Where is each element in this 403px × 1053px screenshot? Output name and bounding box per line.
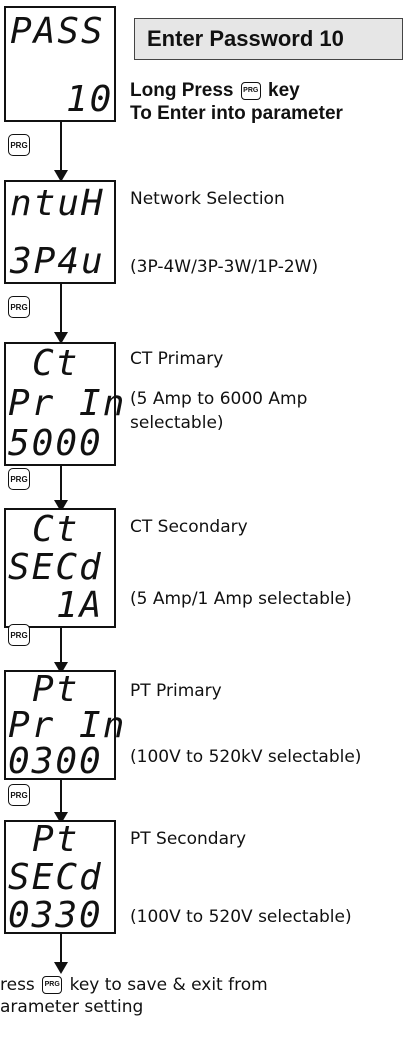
display-line-3: 0330 bbox=[8, 895, 103, 936]
network-label: Network Selection bbox=[130, 189, 285, 209]
display-line-3: 1A bbox=[56, 585, 104, 626]
display-line-3: 5000 bbox=[8, 423, 103, 464]
display-line-3: 0300 bbox=[8, 741, 103, 782]
pt-secondary-label: PT Secondary bbox=[130, 829, 247, 849]
display-line-1: Pt bbox=[32, 669, 80, 710]
display-line-2: Pr In bbox=[8, 705, 127, 746]
ct-primary-detail: (5 Amp to 6000 Amp bbox=[130, 389, 308, 409]
prg-key-icon: PRG bbox=[42, 976, 63, 994]
display-line-1: ntuH bbox=[10, 183, 105, 224]
ct-primary-display: Ct Pr In 5000 bbox=[4, 342, 124, 466]
prg-key-icon: PRG bbox=[8, 784, 30, 806]
pt-secondary-display: Pt SECd 0330 bbox=[4, 820, 116, 934]
flow-connector bbox=[60, 934, 62, 966]
display-line-2: SECd bbox=[8, 547, 103, 588]
arrow-down-icon bbox=[54, 962, 68, 974]
ct-primary-detail-2: selectable) bbox=[130, 413, 224, 433]
instruction-line-2: To Enter into parameter bbox=[130, 103, 343, 124]
flow-connector bbox=[60, 466, 62, 504]
display-line-1: Ct bbox=[32, 509, 80, 550]
display-line-2: SECd bbox=[8, 857, 103, 898]
flow-connector bbox=[60, 780, 62, 816]
display-line-2: 10 bbox=[66, 79, 114, 120]
pt-primary-detail: (100V to 520kV selectable) bbox=[130, 747, 362, 767]
prg-key-icon: PRG bbox=[8, 624, 30, 646]
ct-secondary-display: Ct SECd 1A bbox=[4, 508, 116, 628]
save-exit-instruction: ress PRG key to save & exit from aramete… bbox=[0, 975, 268, 1017]
network-display: ntuH 3P4u bbox=[4, 180, 116, 284]
display-line-1: PASS bbox=[10, 11, 105, 52]
display-line-1: Pt bbox=[32, 819, 80, 860]
instruction-line-1: Long Press PRG key bbox=[130, 80, 300, 101]
pt-primary-label: PT Primary bbox=[130, 681, 222, 701]
ct-secondary-detail: (5 Amp/1 Amp selectable) bbox=[130, 589, 352, 609]
prg-key-icon: PRG bbox=[8, 468, 30, 490]
prg-key-icon: PRG bbox=[8, 296, 30, 318]
display-line-1: Ct bbox=[32, 343, 80, 384]
page-title: Enter Password 10 bbox=[134, 18, 403, 60]
arrow-down-icon bbox=[54, 170, 68, 182]
pt-primary-display: Pt Pr In 0300 bbox=[4, 669, 124, 782]
password-display: PASS 10 bbox=[4, 6, 116, 122]
ct-secondary-label: CT Secondary bbox=[130, 517, 248, 537]
display-line-2: Pr In bbox=[8, 383, 127, 424]
prg-key-icon: PRG bbox=[8, 134, 30, 156]
prg-key-icon: PRG bbox=[240, 81, 261, 100]
display-line-2: 3P4u bbox=[10, 241, 105, 282]
flow-connector bbox=[60, 628, 62, 666]
pt-secondary-detail: (100V to 520V selectable) bbox=[130, 907, 352, 927]
arrow-down-icon bbox=[54, 332, 68, 344]
flow-connector bbox=[60, 122, 62, 174]
ct-primary-label: CT Primary bbox=[130, 349, 224, 369]
network-detail: (3P-4W/3P-3W/1P-2W) bbox=[130, 257, 319, 277]
flow-connector bbox=[60, 284, 62, 336]
